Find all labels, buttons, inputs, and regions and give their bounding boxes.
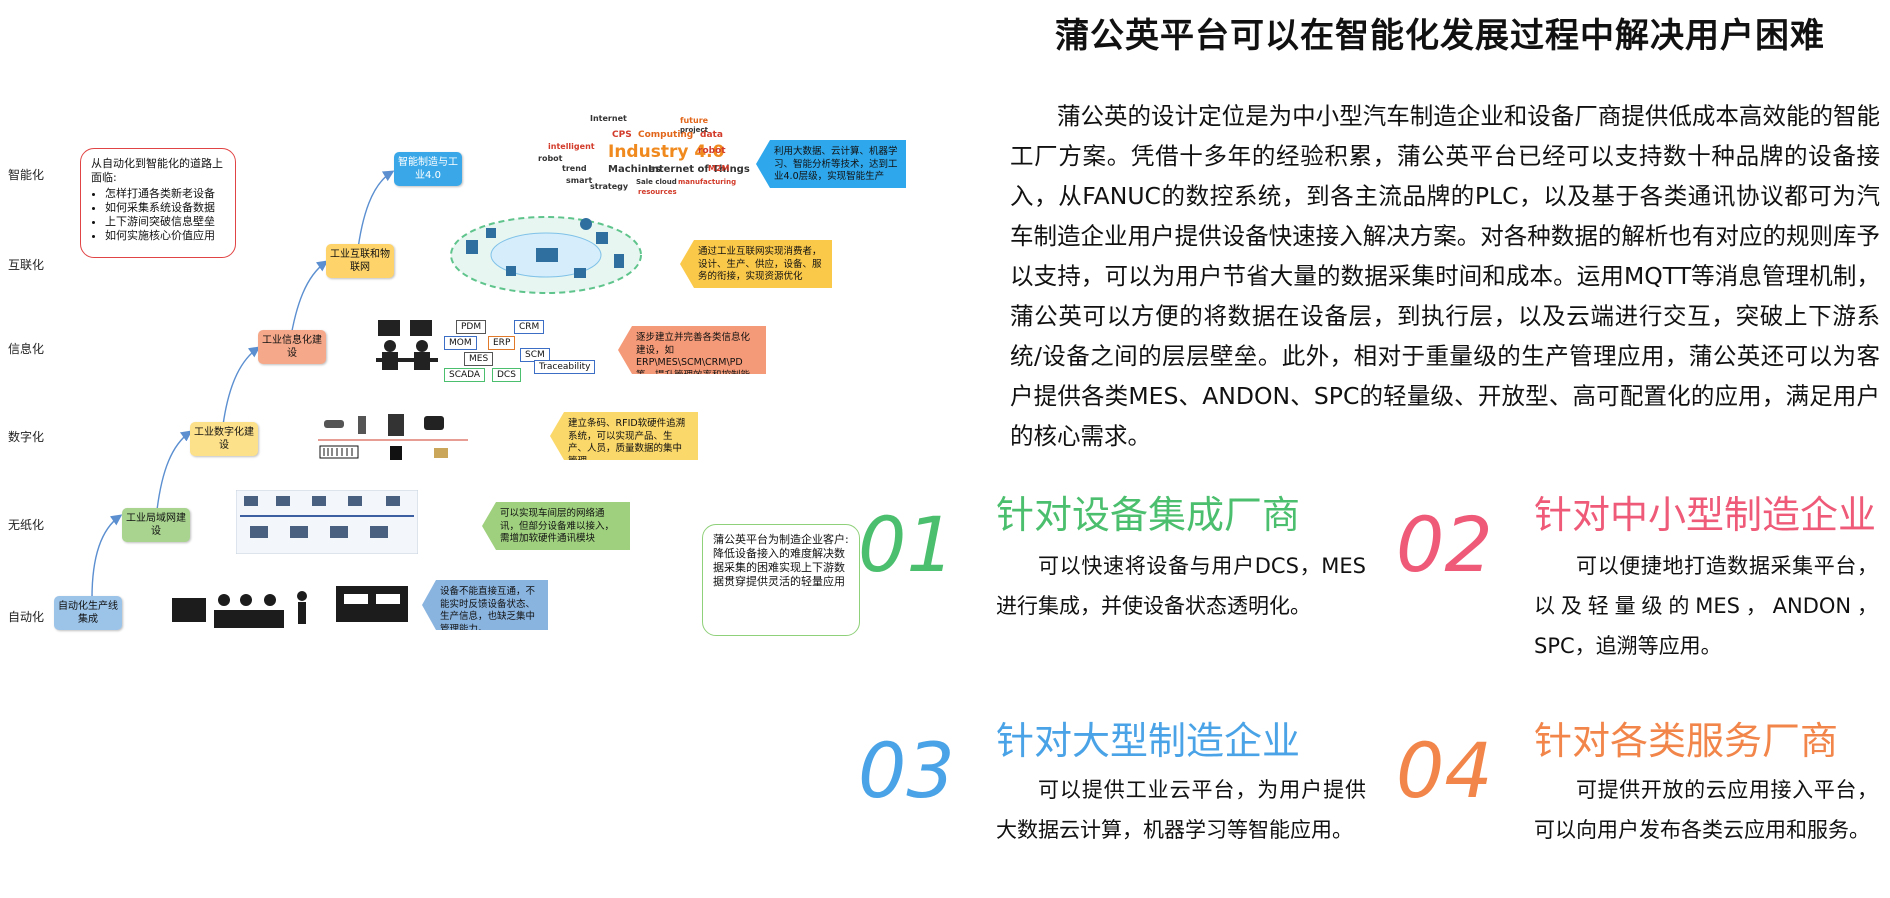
staircase-arrows <box>91 170 395 599</box>
challenge-item: 怎样打通各类新老设备 <box>105 187 225 201</box>
step-info: 工业信息化建设 <box>258 330 326 364</box>
section-title: 针对大型制造企业 <box>996 719 1301 763</box>
challenge-item: 如何实施核心价值应用 <box>105 229 225 243</box>
level-label: 智能化 <box>8 168 45 182</box>
section-number: 04 <box>1396 726 1493 815</box>
callout-automation: 设备不能直接互通，不能实时反馈设备状态、生产信息，也缺乏集中管理能力。 <box>422 580 548 630</box>
system-tag: Traceability <box>534 360 596 374</box>
level-label: 互联化 <box>8 258 45 272</box>
callout-info: 逐步建立并完善各类信息化建设，如ERP\MES\SCM\CRM\PD等，提升管理… <box>618 326 766 374</box>
callout-industry40: 利用大数据、云计算、机器学习、智能分析等技术，达到工业4.0层级，实现智能生产 <box>756 140 906 188</box>
callout-lan: 可以实现车间层的网络通讯，但部分设备难以接入，需增加软硬件通讯模块 <box>482 502 630 550</box>
challenge-item: 上下游间突破信息壁垒 <box>105 215 225 229</box>
section-body: 可以提供工业云平台，为用户提供大数据云计算，机器学习等智能应用。 <box>996 778 1366 842</box>
page-title: 蒲公英平台可以在智能化发展过程中解决用户困难 <box>1055 16 1825 56</box>
callout-digital: 建立条码、RFID软硬件追溯系统，可以实现产品、生产、人员，质量数据的集中管理 <box>550 412 698 460</box>
section-title: 针对中小型制造企业 <box>1534 493 1877 537</box>
wordcloud: Industry 4.0 Machines Internet of Things… <box>530 112 750 204</box>
wordcloud-word: Internet of Things <box>648 164 750 175</box>
wordcloud-word: M2M <box>708 164 730 173</box>
wordcloud-word: data <box>700 130 723 140</box>
wordcloud-word: smart <box>566 176 593 185</box>
system-tag: MES <box>464 352 494 366</box>
wordcloud-word: robot <box>698 146 726 156</box>
step-automation: 自动化生产线集成 <box>54 596 122 630</box>
step-lan: 工业局域网建设 <box>122 508 190 542</box>
wordcloud-word: Internet <box>590 114 627 123</box>
challenge-item: 如何采集系统设备数据 <box>105 201 225 215</box>
evolution-diagram: 智能化 互联化 信息化 数字化 无纸化 自动化 自动化生产线集成 工业局域网建设… <box>0 0 960 898</box>
workshop-network-illustration <box>236 490 418 554</box>
step-digital: 工业数字化建设 <box>190 422 258 456</box>
wordcloud-word: intelligent <box>548 142 595 151</box>
section-number: 02 <box>1396 500 1493 589</box>
level-label: 信息化 <box>8 342 45 356</box>
wordcloud-word: future <box>680 116 709 125</box>
factory-machines-illustration <box>172 586 408 628</box>
system-tag: PDM <box>456 320 487 334</box>
section-body: 可以快速将设备与用户DCS，MES进行集成，并使设备状态透明化。 <box>996 554 1366 618</box>
system-tag: CRM <box>514 320 545 334</box>
wordcloud-word: Sale cloud <box>636 178 677 186</box>
level-label: 无纸化 <box>8 518 45 532</box>
wordcloud-word: strategy <box>590 182 629 191</box>
intro-paragraph: 蒲公英的设计定位是为中小型汽车制造企业和设备厂商提供低成本高效能的智能工厂方案。… <box>1010 102 1880 450</box>
section-number: 01 <box>858 500 955 589</box>
system-tag: MOM <box>444 336 477 350</box>
section-body: 可以便捷地打造数据采集平台，以及轻量级的MES，ANDON，SPC，追溯等应用。 <box>1534 554 1878 658</box>
system-tag: DCS <box>492 368 521 382</box>
step-iot: 工业互联和物联网 <box>326 244 394 278</box>
wordcloud-word: resources <box>638 188 677 196</box>
wordcloud-word: CPS <box>612 130 632 140</box>
challenge-heading: 从自动化到智能化的道路上面临: <box>91 157 223 184</box>
level-label: 数字化 <box>8 430 45 444</box>
system-tag: ERP <box>488 336 516 350</box>
wordcloud-word: project <box>680 126 708 134</box>
wordcloud-word: Computing <box>638 130 694 140</box>
iot-cloud-illustration <box>450 216 642 294</box>
system-tag: SCADA <box>444 368 486 382</box>
callout-iot: 通过工业互联网实现消费者，设计、生产、供应，设备、服务的衔接，实现资源优化 <box>680 240 832 288</box>
level-label: 自动化 <box>8 610 45 624</box>
wordcloud-word: manufacturing <box>678 178 737 186</box>
wordcloud-word: robot <box>538 154 563 163</box>
section-title: 针对各类服务厂商 <box>1534 719 1839 763</box>
wordcloud-word: trend <box>562 164 587 173</box>
barcode-scanner-icons <box>318 414 468 460</box>
step-industry40: 智能制造与工业4.0 <box>394 152 462 186</box>
section-title: 针对设备集成厂商 <box>996 493 1301 537</box>
wordcloud-word: Machines <box>608 164 662 175</box>
operators-icon <box>376 320 438 370</box>
challenge-box: 从自动化到智能化的道路上面临: 怎样打通各类新老设备 如何采集系统设备数据 上下… <box>80 148 236 258</box>
systems-map: PDM CRM MOM ERP SCM MES Traceability SCA… <box>442 318 612 386</box>
platform-note: 蒲公英平台为制造企业客户:降低设备接入的难度解决数据采集的困难实现上下游数据贯穿… <box>702 524 860 636</box>
section-body: 可提供开放的云应用接入平台，可以向用户发布各类云应用和服务。 <box>1534 778 1878 842</box>
section-number: 03 <box>858 726 955 815</box>
wordcloud-word: Industry 4.0 <box>608 142 725 162</box>
